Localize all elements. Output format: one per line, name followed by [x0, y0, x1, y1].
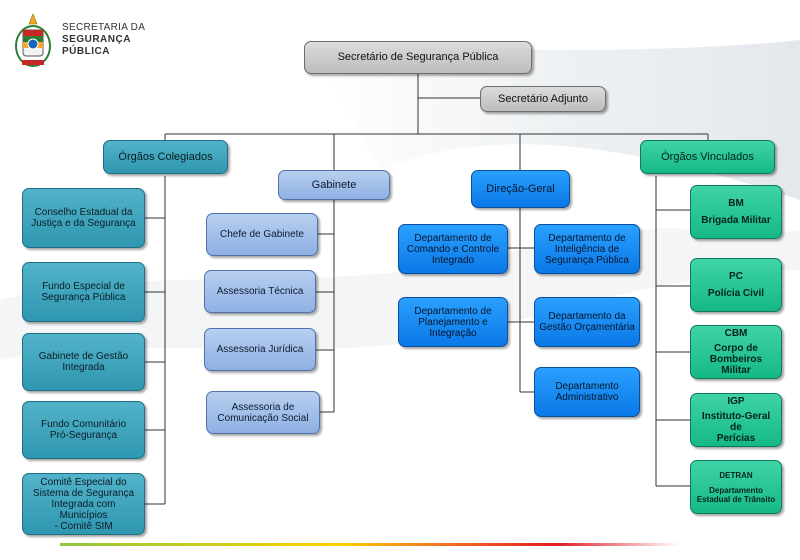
node-assessoria-comunicacao: Assessoria de Comunicação Social — [206, 391, 320, 434]
logo-line-2: SEGURANÇA — [62, 34, 131, 45]
node-chefe-gabinete: Chefe de Gabinete — [206, 213, 318, 256]
node-orgaos-vinculados: Órgãos Vinculados — [640, 140, 775, 174]
node-dep-planejamento: Departamento de Planejamento e Integraçã… — [398, 297, 508, 347]
node-pc-name: Polícia Civil — [707, 288, 765, 299]
node-gabinete-gestao: Gabinete de Gestão Integrada — [22, 333, 145, 391]
node-bm-name: Brigada Militar — [701, 215, 771, 226]
logo-text: SECRETARIA DA SEGURANÇA PÚBLICA — [62, 22, 145, 58]
node-dep-gestao-orcamentaria: Departamento da Gestão Orçamentária — [534, 297, 640, 347]
node-gabinete: Gabinete — [278, 170, 390, 200]
footer-color-line — [60, 543, 680, 546]
node-pc: PC Polícia Civil — [690, 258, 782, 312]
node-detran: DETRAN Departamento Estadual de Trânsito — [690, 460, 782, 514]
node-dep-inteligencia: Departamento de Inteligência de Seguranç… — [534, 224, 640, 274]
node-secretario: Secretário de Segurança Pública — [304, 41, 532, 74]
node-igp: IGP Instituto-Geral de Perícias — [690, 393, 782, 447]
node-pc-abbr: PC — [729, 271, 743, 282]
node-assessoria-juridica: Assessoria Jurídica — [204, 328, 316, 371]
node-assessoria-tecnica: Assessoria Técnica — [204, 270, 316, 313]
node-dep-administrativo: Departamento Administrativo — [534, 367, 640, 417]
node-dep-comando-controle: Departamento de Comando e Controle Integ… — [398, 224, 508, 274]
state-coat-of-arms-logo — [15, 13, 51, 67]
logo-line-1: SECRETARIA DA — [62, 22, 146, 33]
node-secretario-adjunto: Secretário Adjunto — [480, 86, 606, 112]
node-direcao-geral: Direção-Geral — [471, 170, 570, 208]
node-conselho-estadual: Conselho Estadual da Justiça e da Segura… — [22, 188, 145, 248]
node-detran-abbr: DETRAN — [719, 470, 753, 480]
node-orgaos-colegiados: Órgãos Colegiados — [103, 140, 228, 174]
node-fundo-comunitario: Fundo Comunitário Pró-Segurança — [22, 401, 145, 459]
node-bm: BM Brigada Militar — [690, 185, 782, 239]
node-detran-name: Departamento Estadual de Trânsito — [696, 485, 776, 504]
node-cbm-name: Corpo de Bombeiros Militar — [709, 343, 763, 376]
node-fundo-especial: Fundo Especial de Segurança Pública — [22, 262, 145, 322]
node-cbm: CBM Corpo de Bombeiros Militar — [690, 325, 782, 379]
node-igp-abbr: IGP — [727, 396, 745, 407]
logo-line-3: PÚBLICA — [62, 46, 110, 57]
node-bm-abbr: BM — [728, 198, 744, 209]
node-cbm-abbr: CBM — [724, 328, 748, 339]
node-comite-sim: Comitê Especial do Sistema de Segurança … — [22, 473, 145, 535]
node-igp-name: Instituto-Geral de Perícias — [701, 411, 771, 444]
